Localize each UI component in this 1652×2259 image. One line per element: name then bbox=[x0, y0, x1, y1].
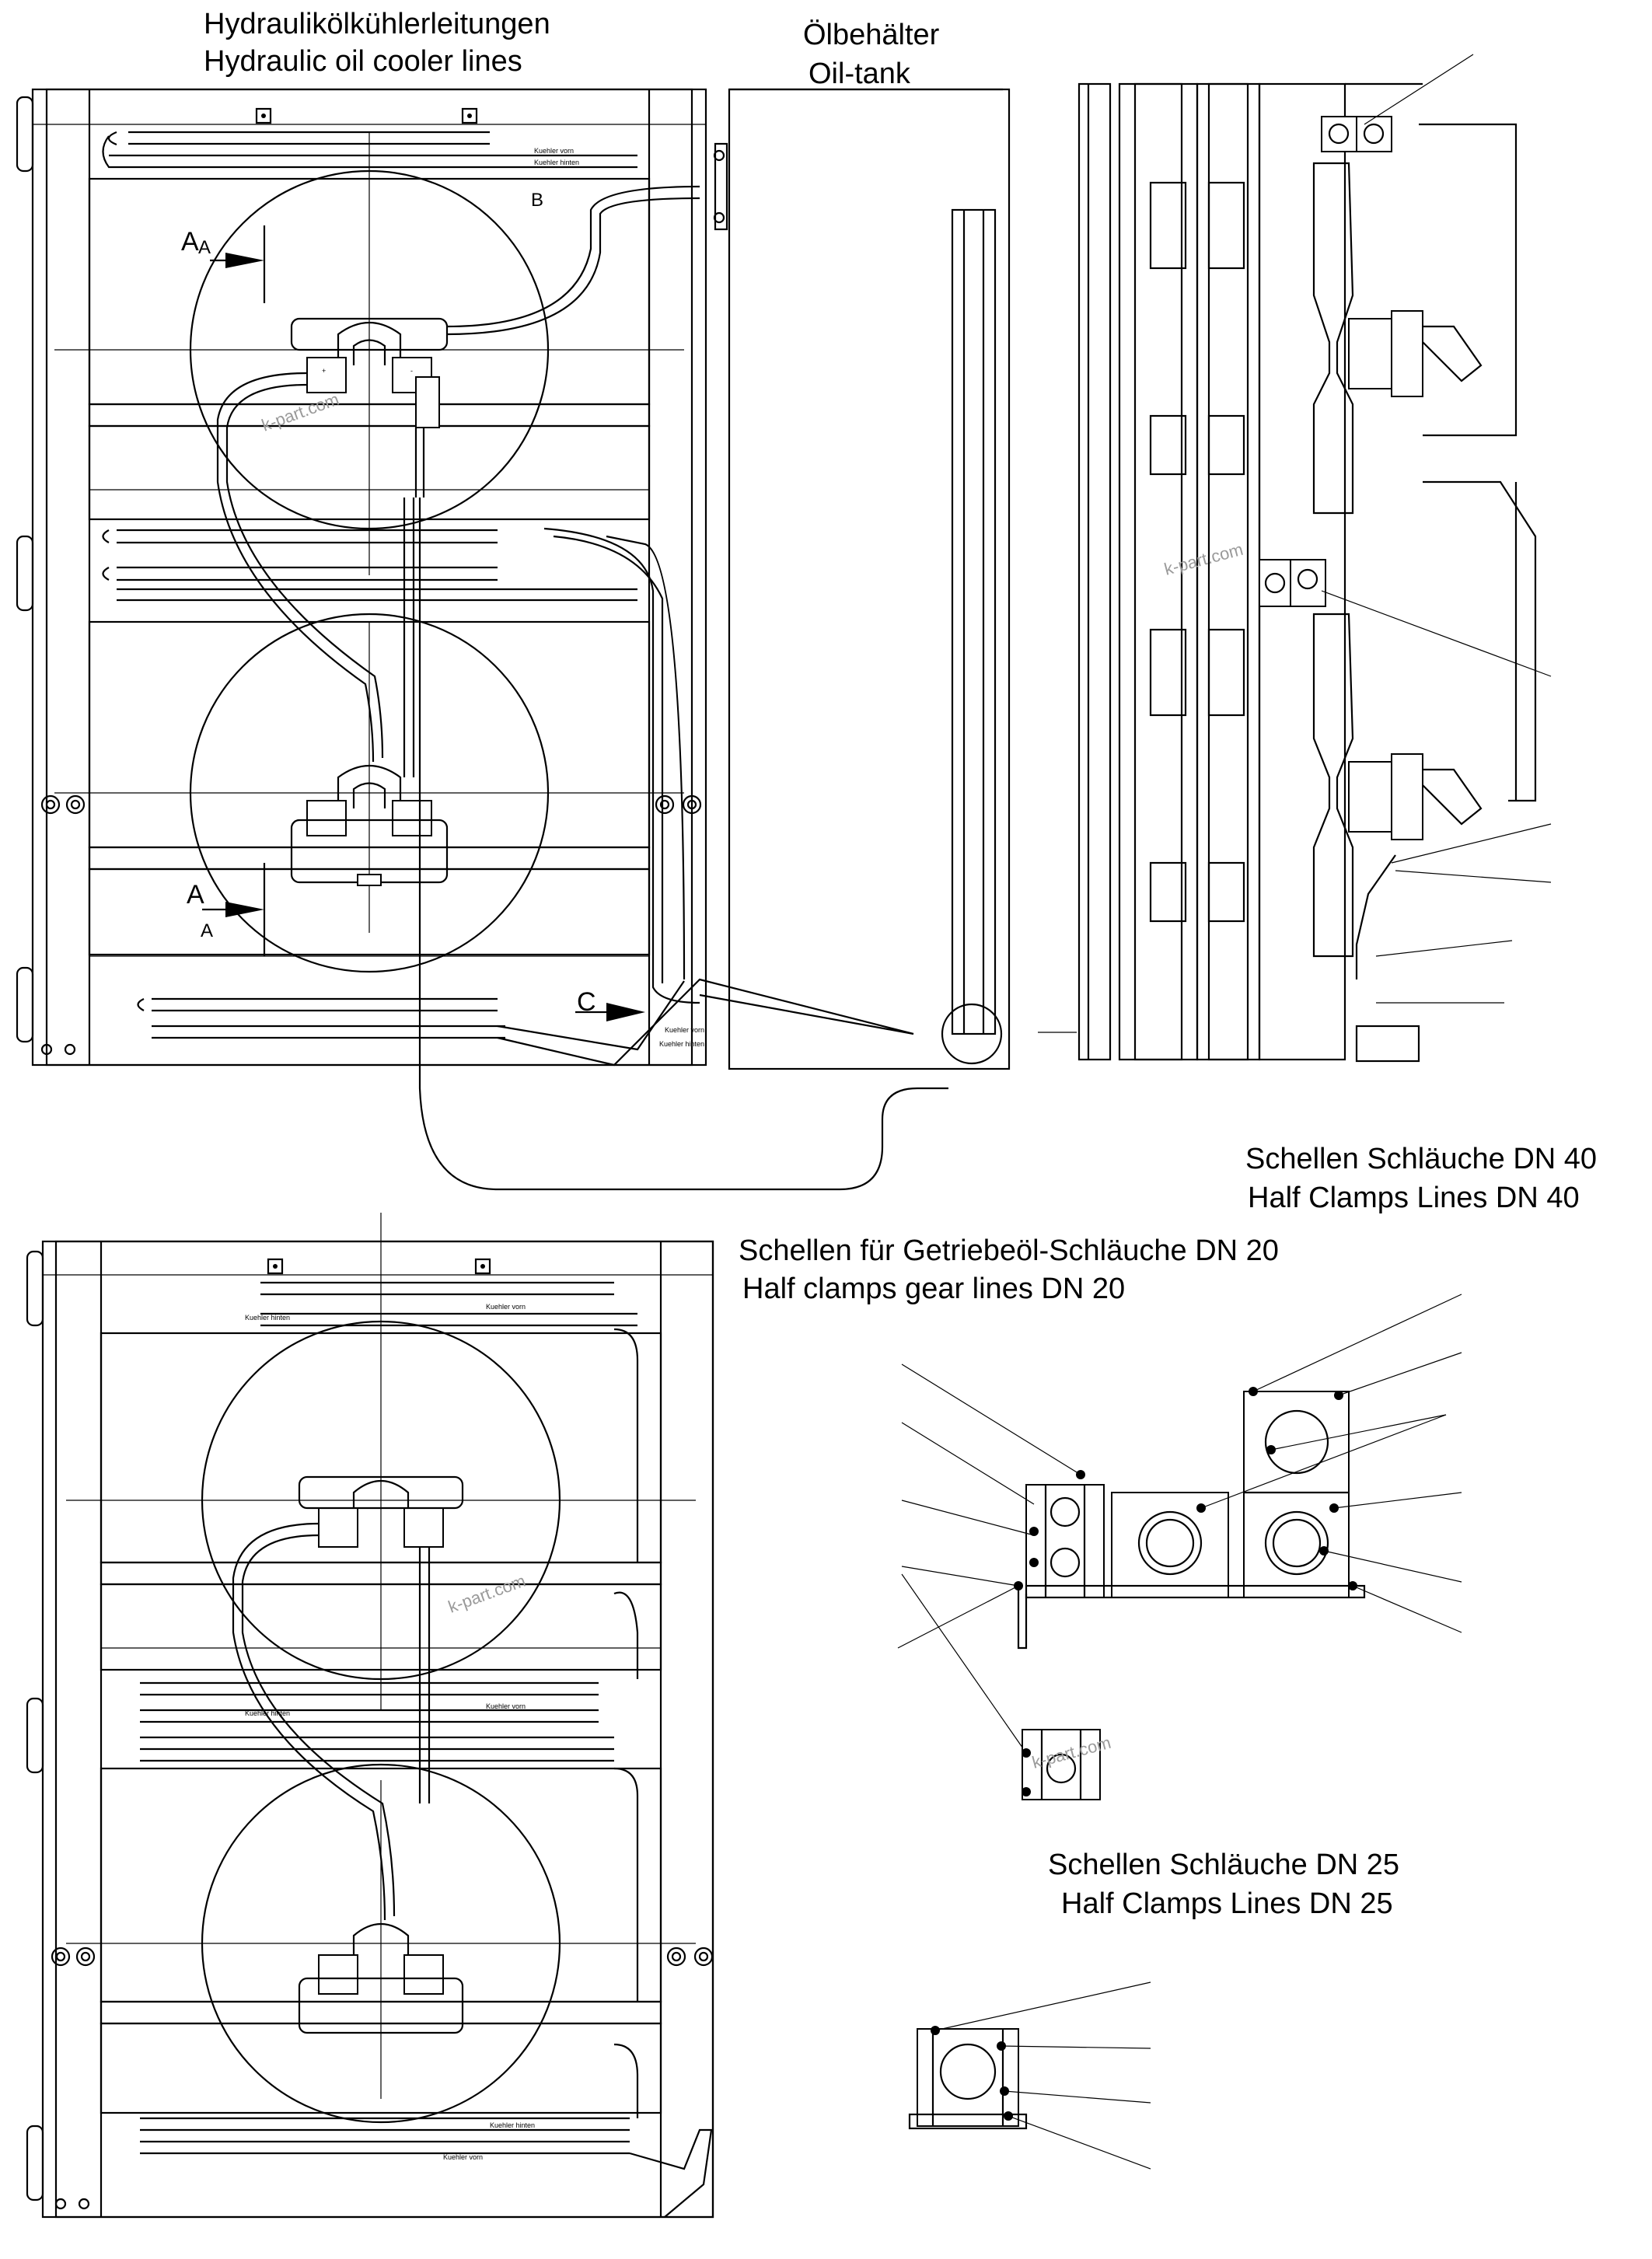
top-side-view: k-part.com bbox=[1038, 54, 1552, 1063]
clamp-detail-dn20-dn40: k-part.com bbox=[897, 1294, 1462, 1800]
section-a1-small: A bbox=[198, 237, 211, 258]
clamps-dn25-title-de: Schellen Schläuche DN 25 bbox=[1048, 1849, 1400, 1881]
label-kuehler-hinten-5: Kuehler hinten bbox=[490, 2121, 535, 2129]
plus-mark-1: + bbox=[322, 367, 326, 375]
label-kuehler-vorn-3: Kuehler vorn bbox=[486, 1303, 526, 1311]
section-c-label: C bbox=[577, 987, 596, 1017]
minus-mark-1: - bbox=[410, 367, 413, 375]
section-a2-small: A bbox=[201, 920, 213, 941]
clamps-dn40-title-de: Schellen Schläuche DN 40 bbox=[1245, 1143, 1598, 1175]
fan-manifold-lower bbox=[290, 764, 449, 886]
label-kuehler-vorn-5: Kuehler vorn bbox=[443, 2153, 483, 2161]
cooler-lines-title-en: Hydraulic oil cooler lines bbox=[204, 45, 522, 78]
fan-manifold-upper bbox=[290, 317, 449, 498]
label-kuehler-vorn-2: Kuehler vorn bbox=[665, 1026, 704, 1034]
oil-tank-title-en: Oil-tank bbox=[809, 58, 910, 90]
label-kuehler-hinten-1: Kuehler hinten bbox=[534, 159, 579, 166]
bolt-group bbox=[40, 794, 702, 1056]
label-kuehler-vorn-4: Kuehler vorn bbox=[486, 1702, 526, 1710]
cooler-lines-title-de: Hydraulikölkühlerleitungen bbox=[204, 8, 550, 40]
label-kuehler-hinten-2: Kuehler hinten bbox=[659, 1040, 704, 1048]
section-a1-label: A bbox=[181, 227, 199, 257]
watermark-2: k-part.com bbox=[1162, 539, 1245, 579]
label-kuehler-vorn-1: Kuehler vorn bbox=[534, 147, 574, 155]
clamps-dn20-title-de: Schellen für Getriebeöl-Schläuche DN 20 bbox=[739, 1234, 1279, 1267]
bottom-rear-view: k-part.com Kuehler hinten Kuehler vorn K… bbox=[26, 1213, 714, 2219]
clamps-dn25-title-en: Half Clamps Lines DN 25 bbox=[1061, 1887, 1393, 1920]
section-a2-label: A bbox=[187, 880, 204, 910]
label-kuehler-hinten-4: Kuehler hinten bbox=[245, 1709, 290, 1717]
clamps-dn20-title-en: Half clamps gear lines DN 20 bbox=[742, 1273, 1126, 1305]
top-front-view: A A A A B C Kuehler vorn Kuehler hinten … bbox=[16, 88, 1011, 1191]
label-kuehler-hinten-3: Kuehler hinten bbox=[245, 1314, 290, 1322]
clamp-detail-dn25 bbox=[908, 1981, 1151, 2170]
watermark-3: k-part.com bbox=[445, 1571, 528, 1617]
watermark-1: k-part.com bbox=[259, 389, 341, 435]
clamps-dn40-title-en: Half Clamps Lines DN 40 bbox=[1248, 1182, 1580, 1214]
section-b-label: B bbox=[531, 190, 543, 211]
oil-tank-title-de: Ölbehälter bbox=[803, 19, 940, 51]
